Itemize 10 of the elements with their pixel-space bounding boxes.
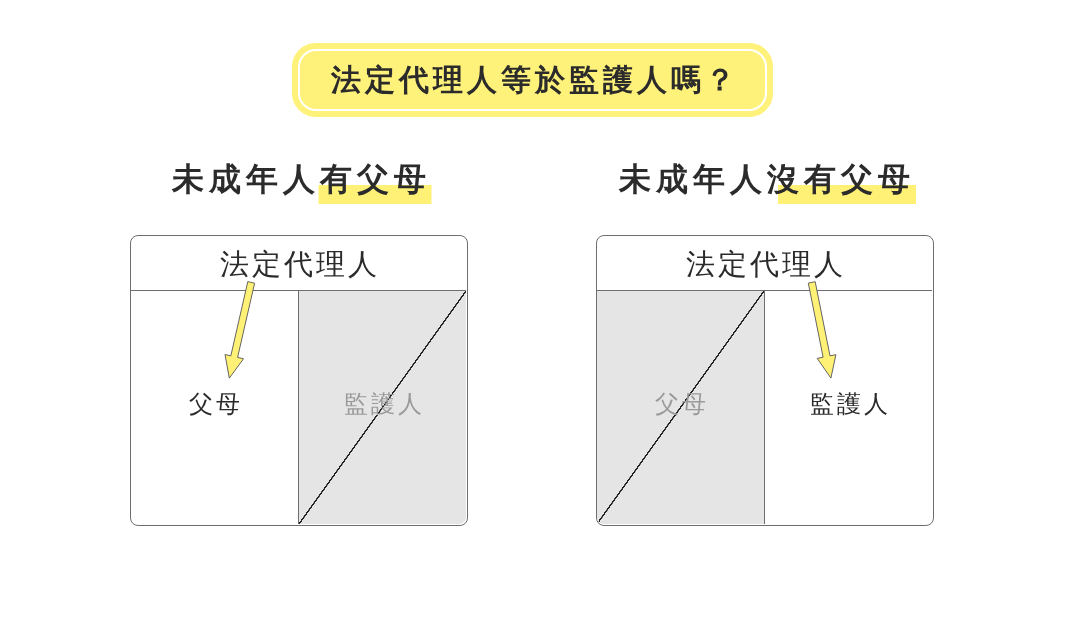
header-label: 法定代理人 [219,246,380,282]
cell-label: 監護人 [808,390,891,419]
arrow [807,281,837,379]
arrow [224,281,256,379]
header-label: 法定代理人 [685,246,846,282]
title-banner: 法定代理人等於監護人嗎？ [292,43,773,117]
crossed-out-cell [597,291,764,524]
crossed-out-cell [299,291,466,524]
cell-label: 父母 [654,390,709,419]
cell-label: 父母 [188,390,243,419]
